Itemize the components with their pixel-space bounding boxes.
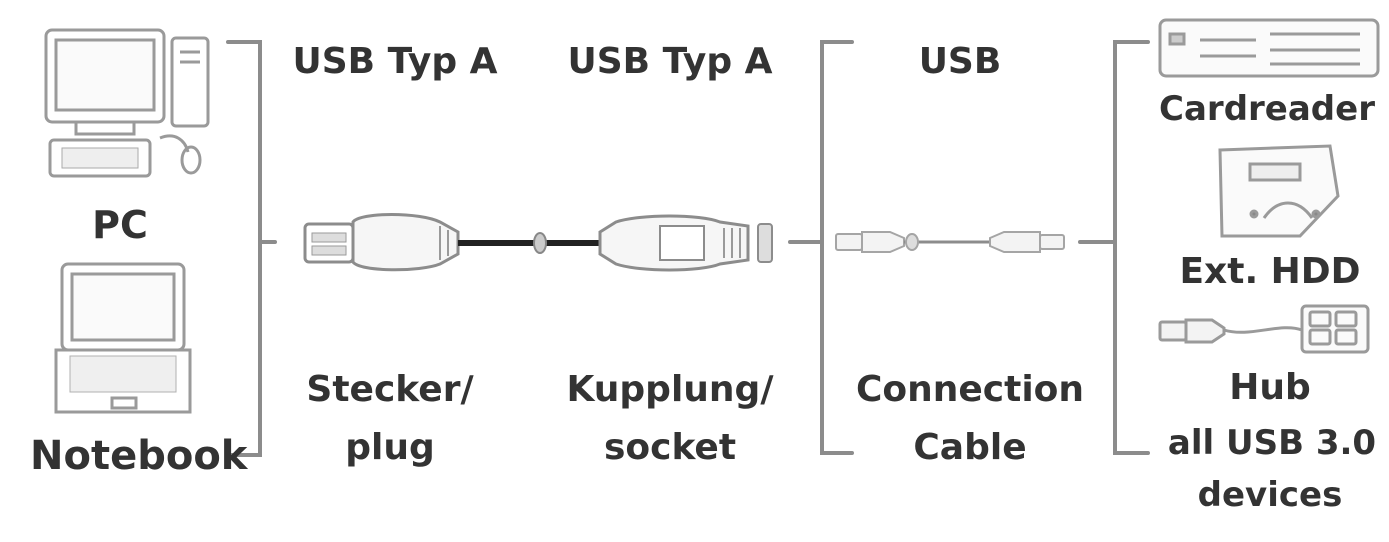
connection-cable-icon xyxy=(835,231,1065,253)
pc-icon xyxy=(44,28,210,178)
plug-type-label: USB Typ A xyxy=(292,41,498,82)
usb-extension-cable-line xyxy=(458,232,600,254)
socket-line1-label: Kupplung/ xyxy=(566,369,774,410)
all-devices-line1-label: all USB 3.0 xyxy=(1167,423,1377,463)
plug-line2-label: plug xyxy=(345,427,435,468)
plug-line1-label: Stecker/ xyxy=(306,369,474,410)
socket-type-label: USB Typ A xyxy=(567,41,773,82)
usb-a-socket-icon xyxy=(598,214,773,272)
usb-a-plug-icon xyxy=(303,213,460,272)
all-devices-line2-label: devices xyxy=(1197,475,1343,515)
hdd-label: Ext. HDD xyxy=(1179,251,1361,292)
cable-bracket xyxy=(820,40,854,455)
cable-usb-label: USB xyxy=(918,41,1002,82)
hub-label: Hub xyxy=(1229,367,1311,408)
external-hdd-icon xyxy=(1218,144,1340,238)
hub-icon xyxy=(1158,304,1370,354)
brackets xyxy=(226,40,1150,457)
pc-label: PC xyxy=(92,203,148,247)
cardreader-label: Cardreader xyxy=(1159,89,1375,129)
cardreader-icon xyxy=(1158,18,1380,78)
device-bracket xyxy=(1113,40,1150,455)
notebook-icon xyxy=(54,262,192,414)
cable-line2-label: Cable xyxy=(913,427,1027,468)
cable-line1-label: Connection xyxy=(855,369,1085,410)
socket-line2-label: socket xyxy=(603,427,737,468)
source-bracket xyxy=(226,40,262,457)
notebook-label: Notebook xyxy=(30,433,248,479)
